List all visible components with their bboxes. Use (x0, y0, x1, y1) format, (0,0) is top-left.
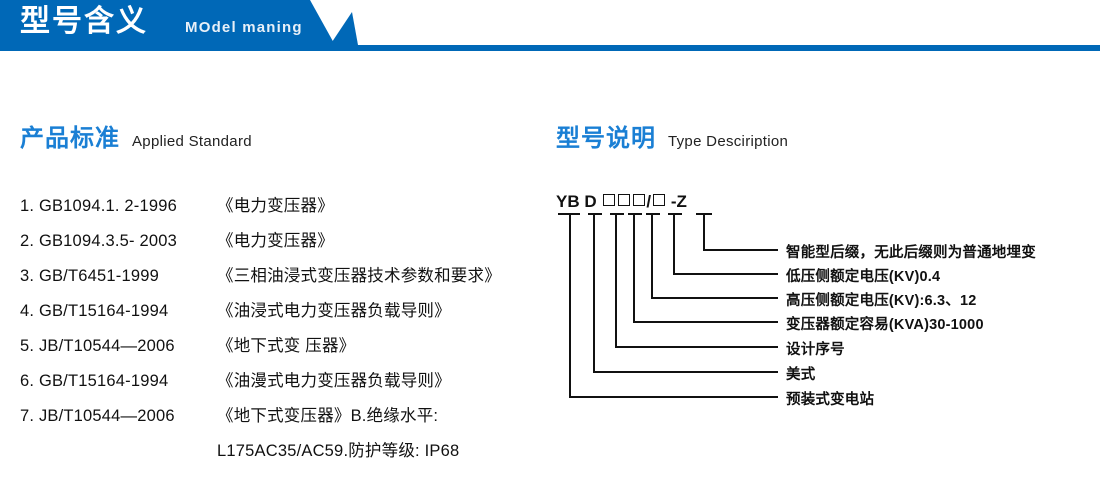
standard-name: 《电力变压器》 (217, 232, 334, 250)
standard-row: 1. GB1094.1. 2-1996 《电力变压器》 (20, 192, 540, 227)
standard-code: 7. JB/T10544—2006 (20, 407, 175, 425)
type-label: 美式 (786, 367, 816, 383)
standard-code: 3. GB/T6451-1999 (20, 267, 159, 285)
type-code-box-b1 (652, 194, 665, 206)
standard-name: L175AC35/AC59.防护等级: IP68 (217, 442, 460, 460)
type-code-box-a3 (632, 194, 645, 206)
section-heading-type: 型号说明 Type Desciription (556, 118, 788, 153)
type-label: 低压侧额定电压(KV)0.4 (786, 269, 941, 285)
banner-accent-triangle (330, 12, 358, 45)
section-heading-standards-cn: 产品标准 (20, 125, 120, 152)
section-heading-type-cn: 型号说明 (556, 125, 656, 152)
type-code-box-a1 (602, 194, 615, 206)
type-code-diagram: YB D / -Z (556, 192, 1096, 442)
type-label: 智能型后缀，无此后缀则为普通地埋变 (786, 245, 1036, 261)
standard-code: 5. JB/T10544—2006 (20, 337, 175, 355)
section-heading-standards-en: Applied Standard (132, 133, 252, 150)
type-label: 设计序号 (786, 342, 845, 358)
type-label-column: 智能型后缀，无此后缀则为普通地埋变低压侧额定电压(KV)0.4 高压侧额定电压(K… (556, 192, 1096, 442)
banner-title: 型号含义 (20, 5, 148, 38)
type-code-string: YB D / -Z (556, 192, 687, 212)
standard-row: 7. JB/T10544—2006 《地下式变压器》B.绝缘水平: (20, 402, 540, 437)
type-label: 预装式变电站 (786, 392, 875, 408)
standard-name: 《电力变压器》 (217, 197, 334, 215)
banner-blue-block (0, 0, 335, 45)
standard-row: 6. GB/T15164-1994 《油漫式电力变压器负载导则》 (20, 367, 540, 402)
standard-name: 《地下式变 压器》 (217, 337, 356, 355)
standard-row: 4. GB/T15164-1994 《油浸式电力变压器负载导则》 (20, 297, 540, 332)
type-code-suffix: Z (676, 192, 687, 211)
banner-underline-rule (0, 45, 1100, 51)
standard-code: 4. GB/T15164-1994 (20, 302, 169, 320)
standard-name: 《油漫式电力变压器负载导则》 (217, 372, 451, 390)
type-code-box-a2 (617, 194, 630, 206)
section-heading-type-en: Type Desciription (668, 133, 789, 150)
banner-subtitle: MOdel maning (185, 19, 303, 36)
standard-code: 1. GB1094.1. 2-1996 (20, 197, 177, 215)
type-label: 高压侧额定电压(KV):6.3、12 (786, 293, 977, 309)
type-code-prefix: YB (556, 192, 580, 211)
type-code-separator: / (646, 192, 652, 211)
standard-name: 《三相油浸式变压器技术参数和要求》 (217, 267, 501, 285)
type-code-dash: - (670, 192, 677, 211)
standard-row: L175AC35/AC59.防护等级: IP68 (20, 437, 540, 472)
standard-name: 《油浸式电力变压器负载导则》 (217, 302, 451, 320)
section-heading-standards: 产品标准 Applied Standard (20, 118, 252, 153)
type-code-letter: D (584, 192, 597, 211)
standard-name: 《地下式变压器》B.绝缘水平: (217, 407, 439, 425)
leader-lines (558, 213, 778, 398)
standard-row: 2. GB1094.3.5- 2003 《电力变压器》 (20, 227, 540, 262)
page-banner: 型号含义 MOdel maning (0, 0, 1100, 52)
standard-code: 2. GB1094.3.5- 2003 (20, 232, 177, 250)
standard-row: 5. JB/T10544—2006 《地下式变 压器》 (20, 332, 540, 367)
type-label: 变压器额定容易(KVA)30-1000 (786, 317, 984, 333)
standard-row: 3. GB/T6451-1999 《三相油浸式变压器技术参数和要求》 (20, 262, 540, 297)
standards-list: 1. GB1094.1. 2-1996《电力变压器》2. GB1094.3.5-… (20, 192, 540, 472)
standard-code: 6. GB/T15164-1994 (20, 372, 169, 390)
